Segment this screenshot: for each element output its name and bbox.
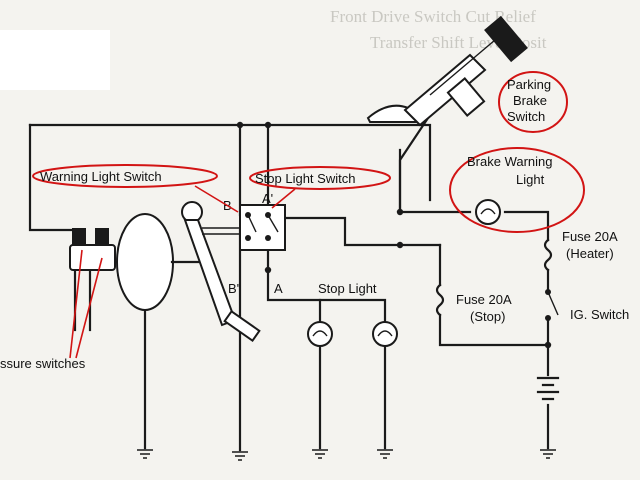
terminal-b-prime bbox=[245, 235, 251, 241]
top-bus-wire bbox=[28, 123, 432, 202]
label-ig-switch: IG. Switch bbox=[570, 307, 629, 322]
label-stop-light: Stop Light bbox=[318, 281, 377, 296]
junction-dots bbox=[236, 121, 552, 349]
pressure-switches bbox=[69, 228, 116, 271]
warning-light-switch-arrow bbox=[194, 185, 239, 213]
switch-contact bbox=[267, 214, 279, 233]
ignition-switch bbox=[545, 289, 559, 321]
pressure-switch-arrow-2 bbox=[75, 257, 103, 359]
stop-light-filament bbox=[377, 330, 393, 337]
annotation-brake-warning-1: Brake Warning bbox=[467, 154, 553, 169]
wiring bbox=[28, 113, 550, 452]
ground-symbol bbox=[377, 449, 393, 459]
fuse-stop bbox=[435, 283, 445, 317]
stop-light-switch-arrow bbox=[271, 188, 296, 209]
brake-pedal bbox=[181, 201, 261, 343]
annotation-parking-brake-1: Parking bbox=[507, 77, 551, 92]
ground-symbol bbox=[232, 451, 248, 461]
annotation-parking-brake-2: Brake bbox=[513, 93, 547, 108]
fuses bbox=[435, 238, 553, 317]
label-a-prime: A' bbox=[262, 191, 273, 206]
annotations: Warning Light Switch Stop Light Switch P… bbox=[0, 71, 585, 371]
lever-arm bbox=[403, 53, 487, 127]
junction-dot bbox=[236, 121, 244, 129]
junction-dot bbox=[544, 341, 552, 349]
label-fuse-heater-1: Fuse 20A bbox=[562, 229, 618, 244]
warning-light-switch-oval bbox=[32, 164, 218, 188]
terminal-a bbox=[265, 235, 271, 241]
wire-parking-brake bbox=[398, 113, 432, 214]
label-a: A bbox=[274, 281, 283, 296]
pedal-arm bbox=[183, 219, 237, 327]
stop-light-switch-assembly bbox=[239, 204, 286, 251]
brake-master-cylinder bbox=[116, 213, 207, 311]
warning-lamp-bulb bbox=[475, 199, 501, 225]
pedal-rod bbox=[202, 227, 240, 235]
label-fuse-stop-1: Fuse 20A bbox=[456, 292, 512, 307]
blank-patch bbox=[0, 30, 110, 90]
label-b-prime: B' bbox=[228, 281, 239, 296]
switch-contact bbox=[247, 214, 257, 233]
pedal-pad bbox=[223, 309, 261, 343]
warning-lamp-filament bbox=[480, 208, 496, 215]
lever-rod bbox=[429, 39, 496, 96]
wire-warning-light-right bbox=[503, 210, 550, 242]
label-fuse-heater-2: (Heater) bbox=[566, 246, 614, 261]
wire-a-prime-out bbox=[283, 216, 442, 247]
battery-cells bbox=[536, 376, 560, 401]
pressure-switch-body bbox=[69, 244, 116, 271]
ground-symbol bbox=[312, 449, 328, 459]
stop-light-filament bbox=[312, 330, 328, 337]
parking-switch-body bbox=[446, 77, 486, 117]
brake-warning-light-oval bbox=[449, 147, 585, 233]
junction-dot bbox=[396, 208, 404, 216]
stop-lights bbox=[307, 321, 398, 347]
ground-symbol bbox=[137, 449, 153, 459]
annotation-pressure-switches: ssure switches bbox=[0, 356, 86, 371]
ig-switch-contact bbox=[545, 315, 551, 321]
stop-light-switch-oval bbox=[249, 166, 391, 190]
wire-to-warning-light bbox=[398, 148, 472, 214]
fuse-heater bbox=[543, 238, 553, 272]
junction-dot bbox=[264, 121, 272, 129]
annotation-parking-brake-3: Switch bbox=[507, 109, 545, 124]
battery bbox=[536, 376, 560, 401]
lever-handle bbox=[484, 15, 528, 63]
pressure-switch-cap bbox=[72, 228, 86, 246]
brake-warning-lamp bbox=[475, 199, 501, 225]
annotation-stop-light-switch: Stop Light Switch bbox=[255, 171, 355, 186]
switch-housing bbox=[239, 204, 286, 251]
junction-dot bbox=[264, 266, 272, 274]
background-text-line1: Front Drive Switch Cut Relief bbox=[330, 7, 536, 26]
wire-b bbox=[238, 123, 250, 217]
pressure-switch-arrow-1 bbox=[69, 249, 83, 359]
junction-dot bbox=[396, 241, 404, 249]
pressure-switch-cap bbox=[95, 228, 109, 246]
brake-booster bbox=[116, 213, 174, 311]
ground-symbols bbox=[137, 449, 556, 461]
left-wire bbox=[28, 123, 82, 232]
stop-light-bulb-2 bbox=[372, 321, 398, 347]
label-fuse-stop-2: (Stop) bbox=[470, 309, 505, 324]
stop-light-bulb-1 bbox=[307, 321, 333, 347]
wire-stop-fuse-bottom bbox=[438, 313, 550, 347]
annotation-warning-light-switch: Warning Light Switch bbox=[40, 169, 162, 184]
ig-switch-lever bbox=[547, 291, 559, 316]
parking-brake-switch-oval bbox=[498, 71, 568, 133]
parking-brake-lever bbox=[366, 15, 528, 127]
ground-symbol bbox=[540, 449, 556, 459]
annotation-brake-warning-2: Light bbox=[516, 172, 545, 187]
